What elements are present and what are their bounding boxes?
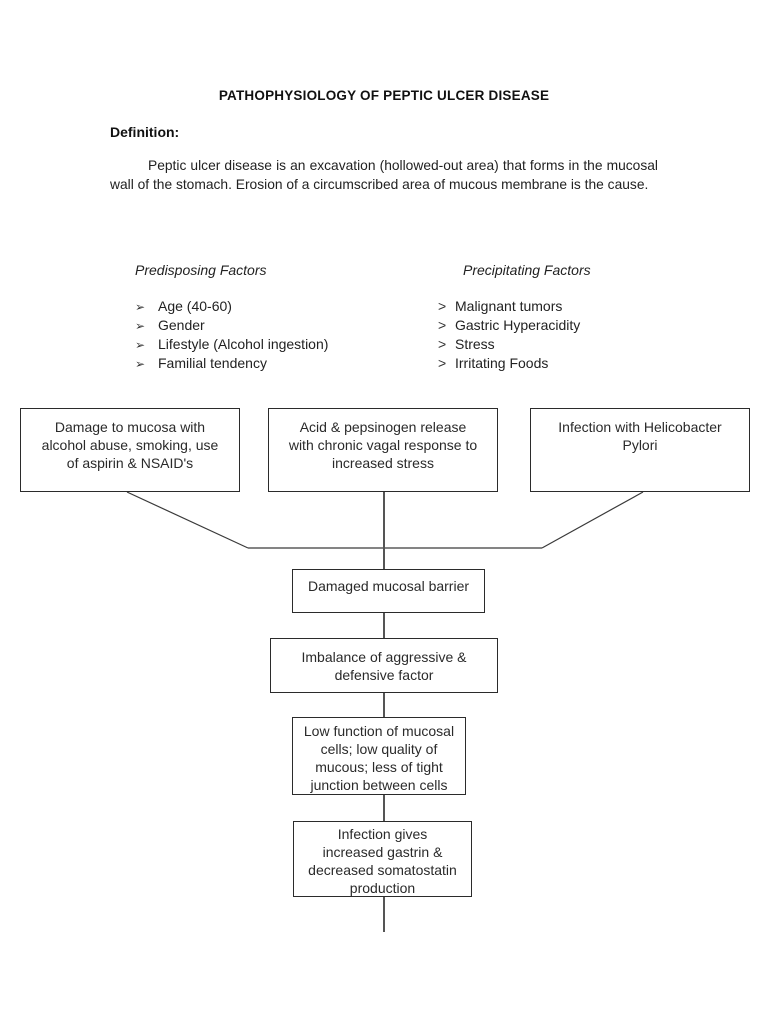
gt-bullet-icon: >: [438, 317, 447, 333]
flow-box-imbalance-factors: Imbalance of aggressive & defensive fact…: [270, 638, 498, 693]
list-item-label: Malignant tumors: [455, 298, 563, 314]
list-item-label: Age (40-60): [158, 298, 232, 314]
gt-bullet-icon: >: [438, 336, 447, 352]
arrow-bullet-icon: ➢: [135, 357, 146, 371]
gt-bullet-icon: >: [438, 355, 447, 371]
cause-box-acid-pepsinogen: Acid & pepsinogen release with chronic v…: [268, 408, 498, 492]
flow-box-low-mucosal-function: Low function of mucosal cells; low quali…: [292, 717, 466, 795]
list-item: > Irritating Foods: [438, 354, 580, 373]
list-item: ➢ Age (40-60): [135, 297, 328, 316]
list-item-label: Irritating Foods: [455, 355, 549, 371]
flow-box-gastrin-somatostatin: Infection gives increased gastrin & decr…: [293, 821, 472, 897]
list-item: > Gastric Hyperacidity: [438, 316, 580, 335]
list-item-label: Gender: [158, 317, 205, 333]
list-item-label: Stress: [455, 336, 495, 352]
page-title: PATHOPHYSIOLOGY OF PEPTIC ULCER DISEASE: [218, 88, 550, 103]
arrow-bullet-icon: ➢: [135, 338, 146, 352]
precipitating-factors-list: > Malignant tumors > Gastric Hyperacidit…: [438, 297, 580, 373]
cause-box-mucosa-damage: Damage to mucosa with alcohol abuse, smo…: [20, 408, 240, 492]
predisposing-factors-heading: Predisposing Factors: [135, 262, 267, 278]
list-item-label: Gastric Hyperacidity: [455, 317, 581, 333]
definition-heading: Definition:: [110, 124, 180, 140]
cause-box-h-pylori: Infection with Helicobacter Pylori: [530, 408, 750, 492]
list-item: ➢ Lifestyle (Alcohol ingestion): [135, 335, 328, 354]
precipitating-factors-heading: Precipitating Factors: [463, 262, 591, 278]
arrow-bullet-icon: ➢: [135, 300, 146, 314]
predisposing-factors-list: ➢ Age (40-60) ➢ Gender ➢ Lifestyle (Alco…: [135, 297, 328, 373]
flow-box-damaged-mucosal-barrier: Damaged mucosal barrier: [292, 569, 485, 613]
list-item: ➢ Gender: [135, 316, 328, 335]
list-item: > Malignant tumors: [438, 297, 580, 316]
list-item-label: Familial tendency: [158, 355, 267, 371]
definition-paragraph: Peptic ulcer disease is an excavation (h…: [110, 158, 658, 192]
arrow-bullet-icon: ➢: [135, 319, 146, 333]
list-item: ➢ Familial tendency: [135, 354, 328, 373]
list-item: > Stress: [438, 335, 580, 354]
gt-bullet-icon: >: [438, 298, 447, 314]
list-item-label: Lifestyle (Alcohol ingestion): [158, 336, 329, 352]
